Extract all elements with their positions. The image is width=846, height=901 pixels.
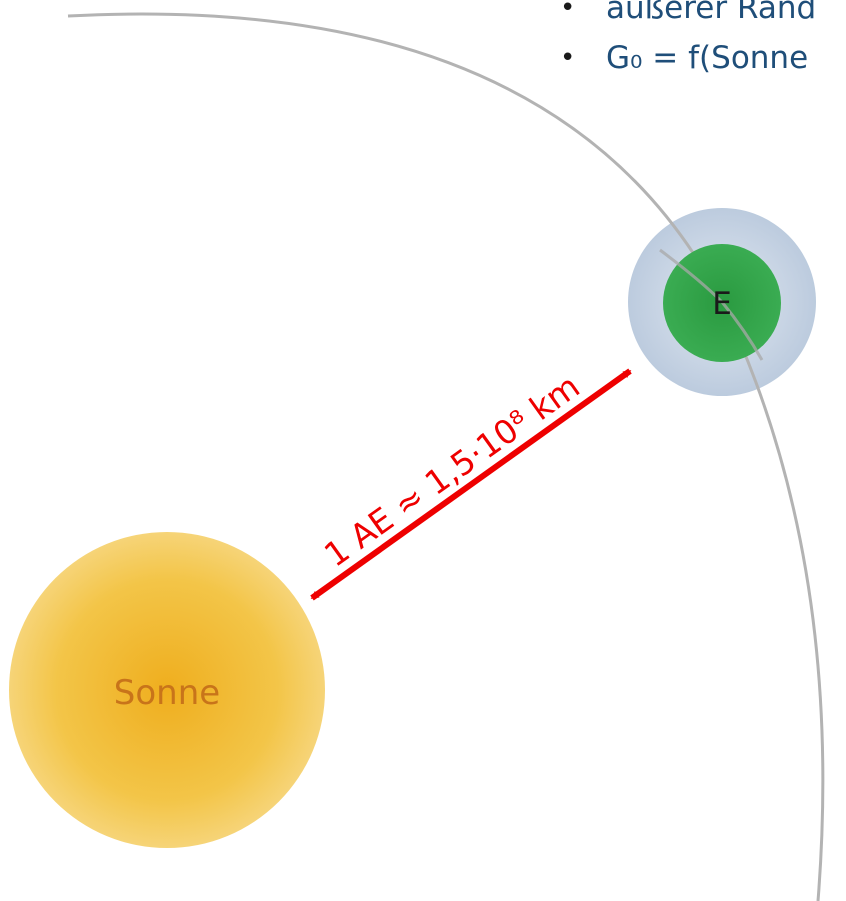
bullet-list: • äußerer Rand • G₀ = f(Sonne — [560, 0, 816, 86]
distance-label: 1 AE ≈ 1,5·10⁸ km — [317, 367, 587, 575]
bullet-dot: • — [560, 0, 576, 23]
bullet-dot: • — [560, 43, 576, 73]
bullet-item-outer-edge: • äußerer Rand — [560, 0, 816, 30]
bullet-text-g0: G₀ = f(Sonne — [606, 40, 809, 76]
sun-disc — [9, 532, 325, 848]
bullet-item-g0: • G₀ = f(Sonne — [560, 36, 816, 80]
distance-arrow — [310, 368, 632, 601]
sun-label: Sonne — [114, 673, 220, 713]
orbit-overlay — [659, 248, 764, 361]
earth-label: E — [712, 286, 732, 322]
bullet-text-outer-edge: äußerer Rand — [606, 0, 817, 26]
